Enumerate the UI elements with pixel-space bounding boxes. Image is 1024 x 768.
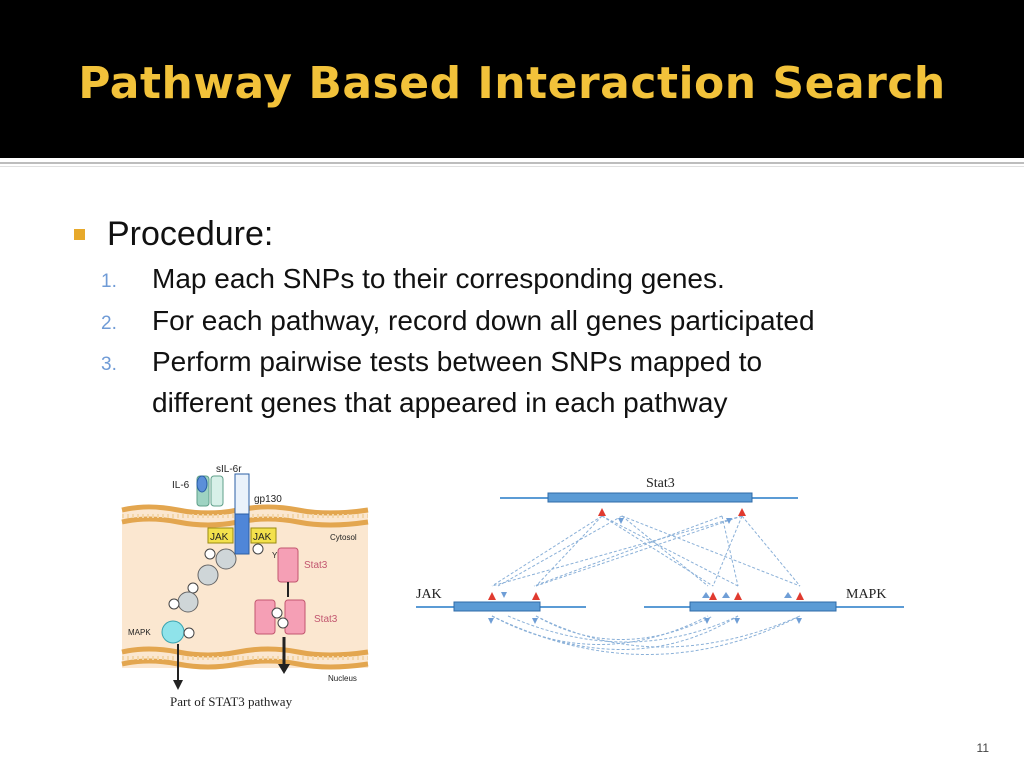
gene-bar-mapk xyxy=(689,601,837,612)
stat3-pathway-figure: IL-6 sIL-6r gp130 JAK JAK Cytosol MAPK S… xyxy=(121,464,369,709)
label-jak-right: JAK xyxy=(253,532,272,543)
label-nucleus: Nucleus xyxy=(328,674,357,683)
label-jak-gene: JAK xyxy=(416,587,442,602)
label-gp130: gp130 xyxy=(254,494,282,505)
title-bar: Pathway Based Interaction Search xyxy=(0,0,1024,158)
gene-bar-jak xyxy=(453,601,541,612)
label-stat3-top: Stat3 xyxy=(304,560,328,571)
label-mapk: MAPK xyxy=(128,628,151,637)
jak-box-right xyxy=(250,527,277,544)
interaction-lines xyxy=(491,515,801,655)
label-y: Y xyxy=(272,551,278,560)
label-stat3-bottom: Stat3 xyxy=(314,614,338,625)
jak-box-left xyxy=(207,527,234,544)
stat3-dimer-left xyxy=(254,599,276,635)
square-bullet-icon xyxy=(74,229,85,240)
page-number: 11 xyxy=(976,741,989,755)
snp-markers xyxy=(488,508,804,600)
label-sil6r: sIL-6r xyxy=(216,464,242,475)
membrane-bottom xyxy=(121,646,369,670)
step-text-3: Perform pairwise tests between SNPs mapp… xyxy=(152,346,763,377)
il6-ligand xyxy=(196,475,208,493)
arrow-heads xyxy=(488,518,802,624)
gene-bar-stat3 xyxy=(547,492,753,503)
step-text-3-continued: different genes that appeared in each pa… xyxy=(152,387,728,418)
stat3-dimer-right xyxy=(284,599,306,635)
step-number-2: 2. xyxy=(101,313,117,334)
figure-caption: Part of STAT3 pathway xyxy=(170,694,293,709)
step-text-2: For each pathway, record down all genes … xyxy=(152,305,815,336)
gene-interaction-figure: Stat3 JAK MAPK xyxy=(416,476,904,655)
stat3-monomer xyxy=(277,547,299,583)
phospho-chain xyxy=(161,543,264,644)
divider-thin xyxy=(0,166,1024,167)
label-il6: IL-6 xyxy=(172,480,190,491)
step-text-1: Map each SNPs to their corresponding gen… xyxy=(152,263,725,294)
label-stat3-gene: Stat3 xyxy=(646,476,675,491)
bullet-procedure: Procedure: xyxy=(107,215,274,253)
step-number-3: 3. xyxy=(101,354,117,375)
sil6r-receptor-2 xyxy=(210,475,224,507)
label-cytosol: Cytosol xyxy=(330,533,357,542)
step-number-1: 1. xyxy=(101,271,117,292)
label-mapk-gene: MAPK xyxy=(846,587,886,602)
divider xyxy=(0,162,1024,164)
slide-title: Pathway Based Interaction Search xyxy=(78,58,946,109)
label-jak-left: JAK xyxy=(210,532,229,543)
